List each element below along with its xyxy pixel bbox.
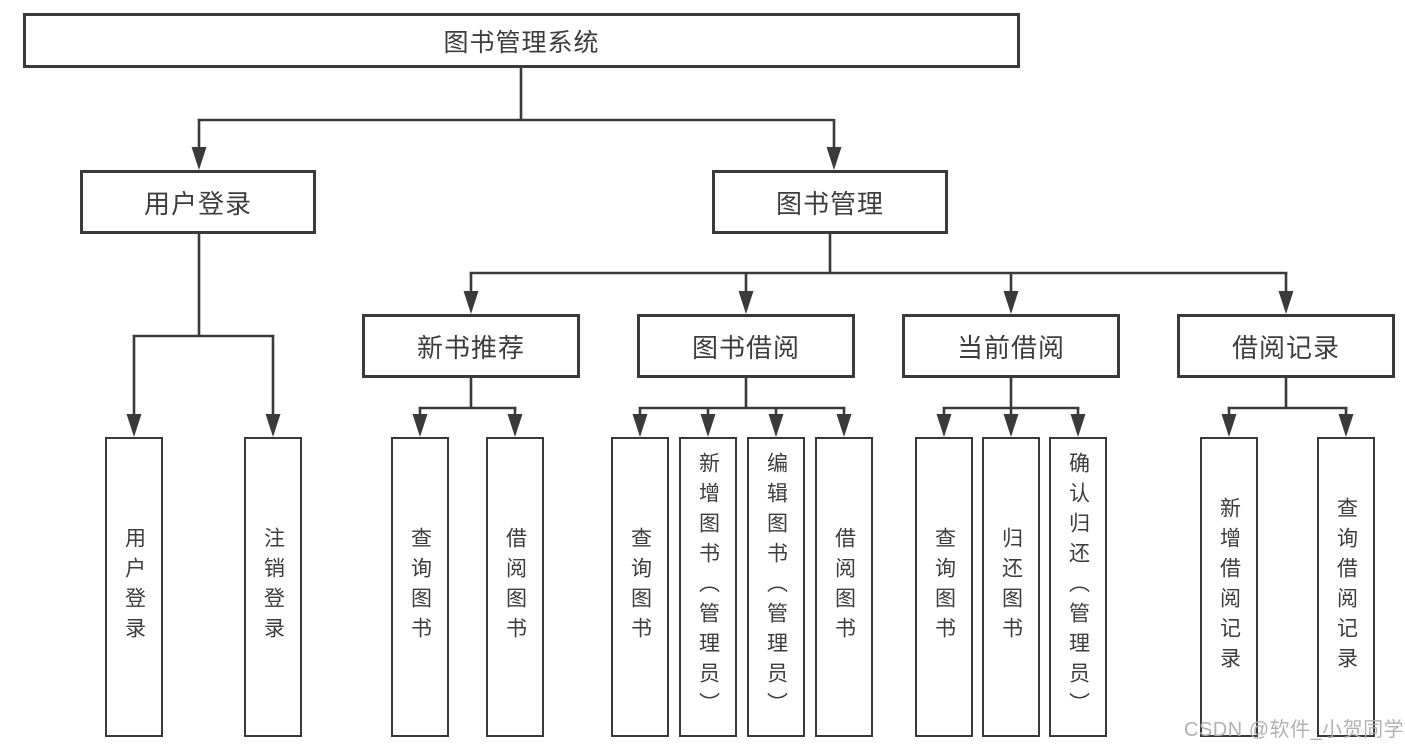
csdn-watermark: CSDN @软件_小贺同学 — [1184, 719, 1405, 741]
leaf-label: 借阅图书 — [832, 527, 856, 647]
leaf-add-borrow-record: 新增借阅记录 — [1200, 437, 1258, 737]
leaf-label: 借阅图书 — [503, 527, 527, 647]
leaf-label: 新增借阅记录 — [1217, 497, 1241, 677]
leaf-confirm-return-admin: 确认归还（管理员） — [1049, 437, 1107, 737]
leaf-label: 编辑图书（管理员） — [764, 452, 788, 722]
leaf-query-books-borrowing: 查询图书 — [611, 437, 669, 737]
leaf-query-books-recommend: 查询图书 — [391, 437, 449, 737]
leaf-label: 用户登录 — [122, 527, 146, 647]
leaf-label: 新增图书（管理员） — [696, 452, 720, 722]
leaf-label: 注销登录 — [261, 527, 285, 647]
leaf-edit-books-admin: 编辑图书（管理员） — [747, 437, 805, 737]
node-borrowing-records: 借阅记录 — [1177, 314, 1395, 378]
leaf-add-books-admin: 新增图书（管理员） — [679, 437, 737, 737]
node-current-borrowing: 当前借阅 — [902, 314, 1120, 378]
leaf-query-borrow-record: 查询借阅记录 — [1317, 437, 1375, 737]
node-library-system: 图书管理系统 — [23, 13, 1020, 68]
leaf-query-books-current: 查询图书 — [915, 437, 973, 737]
node-user-login: 用户登录 — [80, 170, 316, 234]
leaf-label: 归还图书 — [999, 527, 1023, 647]
leaf-borrow-books-borrowing: 借阅图书 — [815, 437, 873, 737]
leaf-user-login: 用户登录 — [105, 437, 163, 737]
node-new-book-recommend: 新书推荐 — [362, 314, 580, 378]
leaf-label: 查询图书 — [408, 527, 432, 647]
node-book-borrowing: 图书借阅 — [637, 314, 855, 378]
leaf-label: 查询图书 — [628, 527, 652, 647]
leaf-label: 查询图书 — [932, 527, 956, 647]
leaf-logout: 注销登录 — [244, 437, 302, 737]
leaf-label: 查询借阅记录 — [1334, 497, 1358, 677]
leaf-borrow-books-recommend: 借阅图书 — [486, 437, 544, 737]
leaf-return-books: 归还图书 — [982, 437, 1040, 737]
leaf-label: 确认归还（管理员） — [1066, 452, 1090, 722]
node-book-management: 图书管理 — [712, 170, 948, 234]
